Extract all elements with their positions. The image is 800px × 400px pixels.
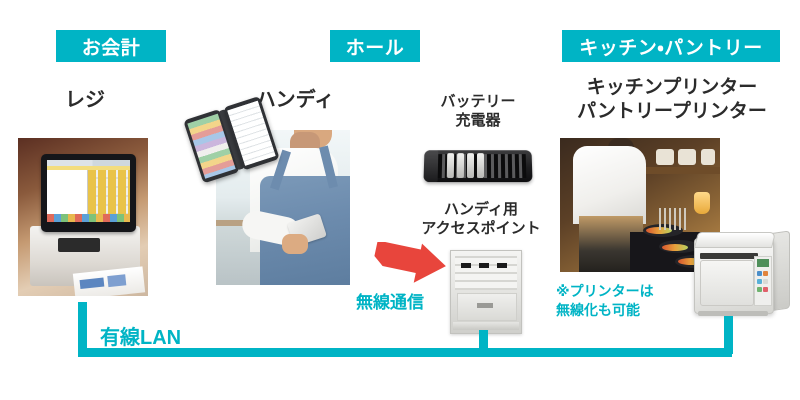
charger-battery-1 (446, 153, 455, 179)
printer-control-panel (754, 256, 772, 306)
printer-button-4 (763, 279, 768, 284)
caption-register: レジ (65, 89, 105, 111)
label-wired-lan: 有線LAN (100, 327, 182, 349)
device-battery-charger (423, 146, 533, 184)
pos-screen-topbar (47, 160, 130, 166)
kitchen-food-1 (646, 227, 673, 235)
staff-hand (282, 234, 308, 254)
access-point-vents (455, 256, 517, 290)
kitchen-pot-2 (678, 148, 697, 165)
section-tab-accounting: お会計 (56, 30, 166, 62)
pos-printer-slot (58, 238, 100, 252)
lan-riser-register (78, 302, 87, 352)
kitchen-pot-3 (700, 148, 715, 165)
kitchen-utensils (659, 207, 690, 230)
access-point-logo (477, 303, 493, 308)
printer-button-1 (757, 271, 762, 276)
photo-pos-register (18, 138, 148, 296)
kitchen-lamp (694, 191, 711, 214)
printer-top-cover (694, 232, 776, 248)
charger-battery-3 (466, 153, 475, 179)
kitchen-food-2 (662, 243, 689, 251)
access-point-base (453, 322, 519, 330)
printer-button-3 (757, 279, 762, 284)
receipt-mark-1 (79, 277, 105, 290)
printer-front-lid (700, 260, 754, 306)
label-wireless-communication: 無線通信 (356, 293, 424, 312)
charger-battery-2 (456, 153, 465, 179)
pos-screen-highlight-row (47, 166, 130, 170)
printer-paper-slot (700, 253, 758, 259)
caption-handy: ハンディ (255, 89, 335, 111)
lan-backbone-line (78, 348, 732, 357)
printer-button-5 (757, 287, 762, 292)
label-printer-wireless-note: ※プリンターは 無線化も可能 (556, 283, 654, 318)
pos-display-screen (47, 160, 130, 222)
section-tab-hall: ホール (330, 30, 420, 62)
device-wireless-access-point (450, 250, 522, 334)
printer-base (698, 311, 768, 316)
caption-kitchen-pantry-printer: キッチンプリンター パントリープリンター (577, 77, 767, 123)
receipt-mark-2 (107, 274, 127, 288)
device-kitchen-printer (690, 226, 790, 322)
lan-riser-access-point (479, 330, 488, 352)
access-point-leds (461, 263, 511, 268)
charger-end-cap (423, 150, 439, 183)
kitchen-food-3 (678, 258, 705, 266)
access-point-led-3 (497, 263, 507, 268)
section-tab-kitchen-pantry: キッチン・パントリー (562, 30, 780, 62)
chef-shirt (572, 146, 647, 224)
access-point-led-1 (461, 263, 471, 268)
kitchen-shelf (643, 167, 720, 175)
pos-screen-item-grid (88, 170, 130, 214)
pos-screen-order-pane (47, 170, 88, 214)
red-arrow-icon (374, 242, 446, 283)
caption-access-point: ハンディ用 アクセスポイント (421, 201, 541, 238)
printer-button-6 (763, 287, 768, 292)
printer-status-display (757, 259, 769, 267)
printer-button-2 (763, 271, 768, 276)
caption-battery-charger: バッテリー 充電器 (440, 93, 516, 130)
pos-screen-function-keys (47, 214, 130, 222)
charger-battery-4 (476, 153, 485, 179)
kitchen-pot-1 (656, 148, 674, 165)
lan-riser-printer (724, 316, 733, 354)
pos-display-bezel (41, 154, 136, 232)
access-point-led-2 (479, 263, 489, 268)
